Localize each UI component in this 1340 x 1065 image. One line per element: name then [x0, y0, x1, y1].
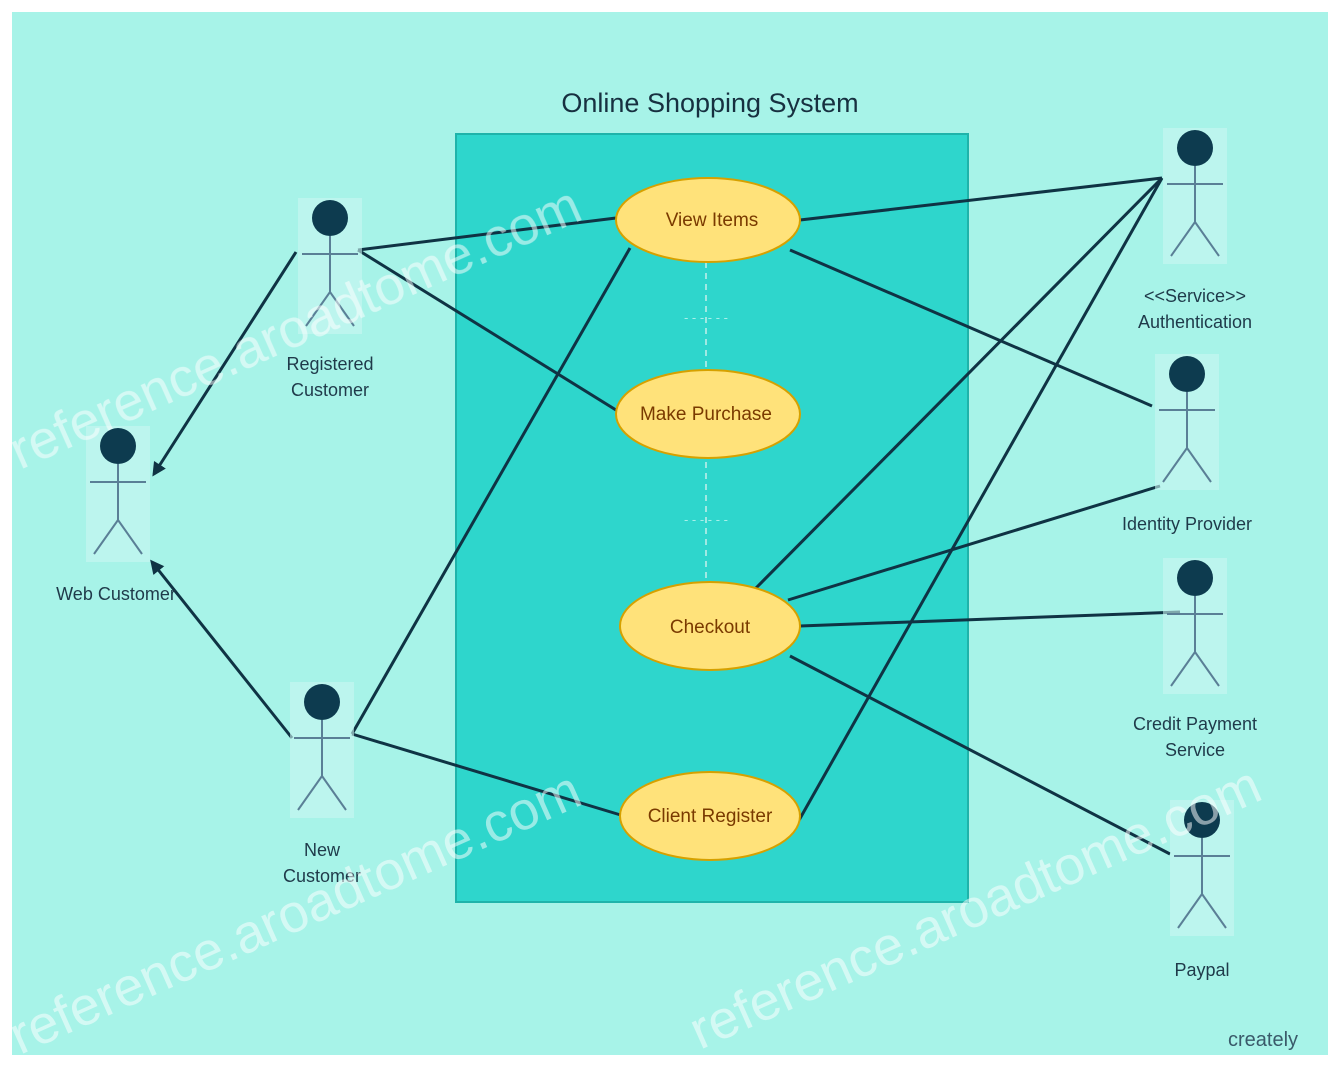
actor-leg-left: [1177, 893, 1203, 929]
use-case-view-items[interactable]: View Items: [615, 177, 801, 263]
assoc-registered-viewitems: [357, 216, 617, 252]
actor-label: Service: [1165, 740, 1225, 760]
assoc-newcustomer-viewitems: [350, 247, 632, 735]
actor-leg-left: [1162, 447, 1188, 483]
actor-leg-left: [1170, 651, 1196, 687]
assoc-register-auth: [796, 177, 1164, 823]
actor-label: Registered: [286, 354, 373, 374]
association-lines: [350, 176, 1181, 856]
actor-head: [100, 428, 136, 464]
assoc-checkout-credit: [799, 610, 1181, 628]
actor-head: [304, 684, 340, 720]
diagram-title: Online Shopping System: [561, 88, 858, 118]
actor-label: Customer: [283, 866, 361, 886]
actor-head: [1177, 130, 1213, 166]
assoc-checkout-auth: [754, 176, 1164, 590]
generalization-registered-web: [152, 251, 298, 477]
assoc-viewitems-auth: [799, 176, 1163, 222]
assoc-viewitems-identity: [789, 248, 1153, 408]
include-label-2: - - - - - -: [684, 512, 728, 527]
actor-leg-right: [1186, 447, 1212, 483]
use-case-label: Make Purchase: [640, 404, 772, 425]
actor-authentication[interactable]: <<Service>> Authentication: [1138, 128, 1252, 332]
assoc-checkout-identity: [787, 484, 1161, 602]
actor-web-customer[interactable]: Web Customer: [56, 426, 176, 604]
assoc-registered-purchase: [357, 248, 617, 412]
actor-leg-left: [297, 775, 323, 811]
actor-label: Credit Payment: [1133, 714, 1257, 734]
actor-head: [312, 200, 348, 236]
include-label-1: - - - - - -: [684, 310, 728, 325]
actor-leg-right: [1194, 651, 1220, 687]
generalization-new-web: [150, 559, 294, 739]
use-case-make-purchase[interactable]: Make Purchase: [615, 369, 801, 459]
actor-label: Paypal: [1174, 960, 1229, 980]
actor-label: <<Service>>: [1144, 286, 1246, 306]
actor-paypal[interactable]: Paypal: [1170, 800, 1234, 980]
actor-head: [1184, 802, 1220, 838]
use-case-checkout[interactable]: Checkout: [619, 581, 801, 671]
actor-leg-left: [305, 291, 331, 327]
actor-head: [1177, 560, 1213, 596]
actor-leg-right: [1201, 893, 1227, 929]
use-case-label: Checkout: [670, 617, 751, 638]
actor-leg-right: [1194, 221, 1220, 257]
actor-label: New: [304, 840, 341, 860]
actor-leg-left: [1170, 221, 1196, 257]
actor-label: Authentication: [1138, 312, 1252, 332]
use-case-client-register[interactable]: Client Register: [619, 771, 801, 861]
assoc-checkout-paypal: [789, 654, 1171, 856]
actor-leg-right: [117, 519, 143, 555]
actor-label: Customer: [291, 380, 369, 400]
assoc-newcustomer-register: [351, 732, 625, 818]
actor-leg-right: [329, 291, 355, 327]
actor-identity-provider[interactable]: Identity Provider: [1122, 354, 1252, 534]
use-case-label: View Items: [666, 210, 759, 231]
use-case-label: Client Register: [648, 806, 773, 827]
actor-head: [1169, 356, 1205, 392]
actor-leg-left: [93, 519, 119, 555]
brand-logo: creately: [1228, 1029, 1298, 1051]
actor-label: Identity Provider: [1122, 514, 1252, 534]
actor-label: Web Customer: [56, 584, 176, 604]
actor-leg-right: [321, 775, 347, 811]
